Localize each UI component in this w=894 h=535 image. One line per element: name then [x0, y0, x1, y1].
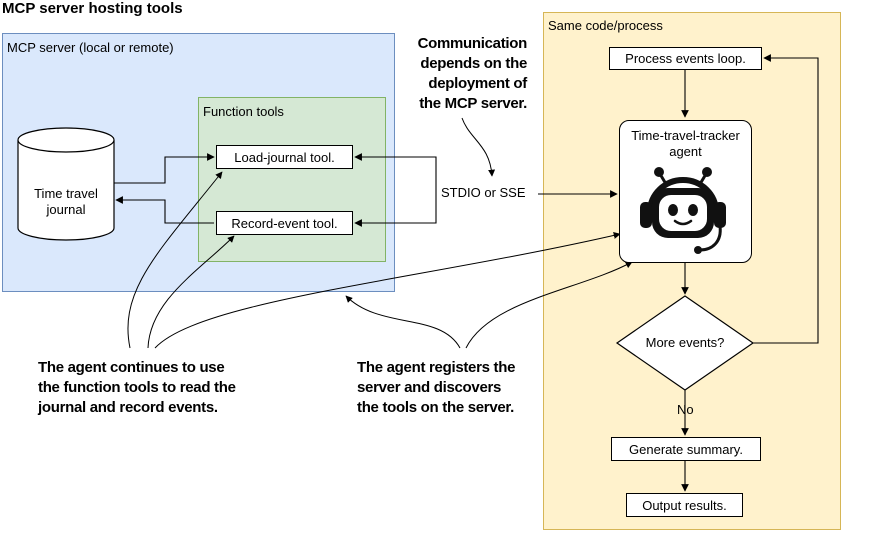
no-label: No [677, 402, 694, 417]
connection-label: STDIO or SSE [440, 185, 527, 200]
decision-diamond [615, 295, 755, 391]
agent-continues-note-line: The agent continues to use [38, 359, 225, 376]
output-results-box: Output results. [626, 493, 743, 517]
agent-label: Time-travel-tracker agent [619, 128, 752, 160]
database-cylinder-icon [17, 127, 115, 241]
journal-label: Time travel journal [18, 186, 114, 218]
function-tools-label: Function tools [203, 104, 284, 119]
load-journal-tool: Load-journal tool. [216, 145, 353, 169]
communication-note-line: deployment of [428, 75, 527, 92]
communication-note-line: Communication [417, 35, 528, 52]
communication-note: Communication depends on the deployment … [405, 34, 528, 114]
communication-note-line: the MCP server. [419, 95, 527, 112]
agent-registers-note-line: The agent registers the [357, 359, 516, 376]
journal-label-line1: Time travel [34, 186, 98, 201]
decision-label: More events? [645, 335, 725, 350]
agent-registers-note-line: the tools on the server. [357, 399, 515, 416]
agent-registers-note: The agent registers the server and disco… [357, 358, 547, 418]
robot-headset-icon [640, 167, 726, 254]
generate-summary-box: Generate summary. [611, 437, 761, 461]
communication-note-line: depends on the [420, 55, 527, 72]
same-process-label: Same code/process [548, 18, 663, 33]
agent-continues-note: The agent continues to use the function … [38, 358, 278, 418]
record-event-tool: Record-event tool. [216, 211, 353, 235]
process-events-loop-box: Process events loop. [609, 47, 762, 70]
agent-label-line1: Time-travel-tracker [631, 128, 740, 143]
journal-label-line2: journal [46, 202, 86, 217]
agent-continues-note-line: journal and record events. [38, 399, 218, 416]
agent-label-line2: agent [669, 144, 702, 159]
mcp-server-label: MCP server (local or remote) [7, 40, 174, 55]
agent-registers-note-line: server and discovers [357, 379, 502, 396]
agent-continues-note-line: the function tools to read the [38, 379, 236, 396]
diagram-title: MCP server hosting tools [2, 0, 183, 17]
